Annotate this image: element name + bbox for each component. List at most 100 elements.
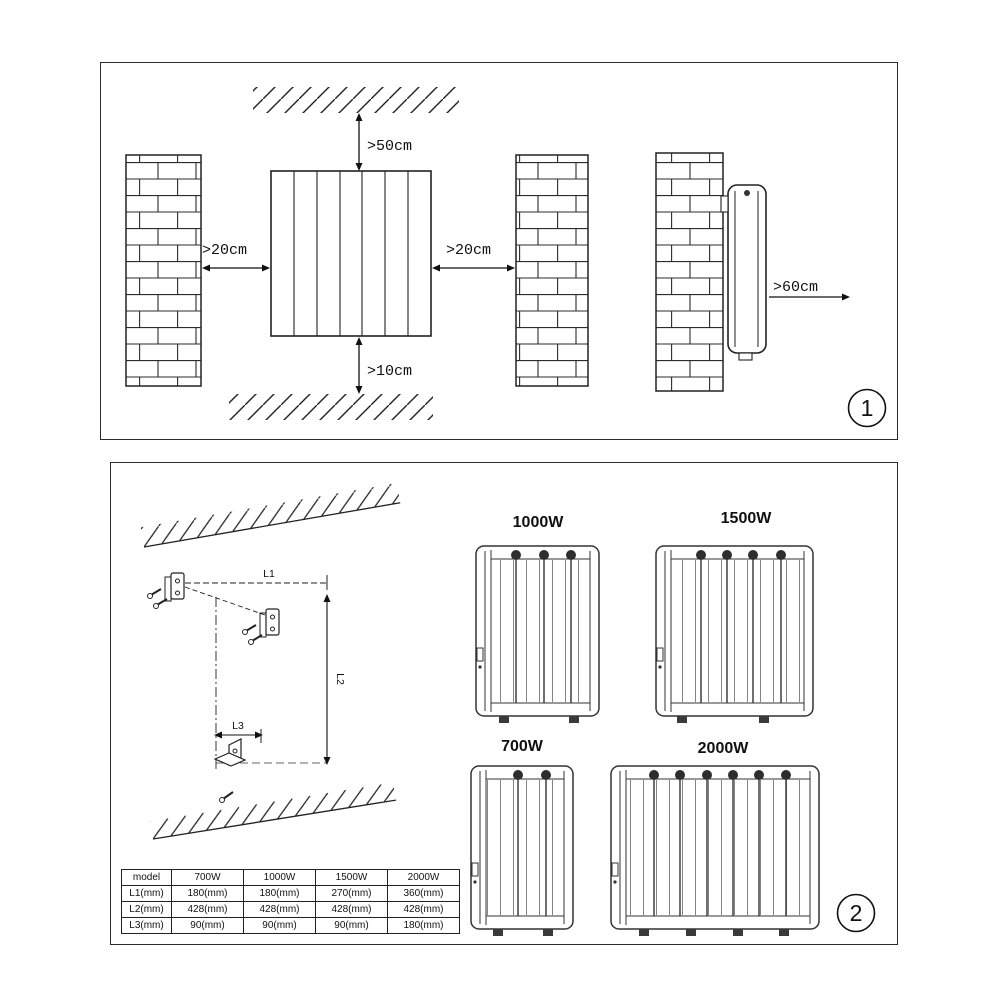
l3-label: L3 xyxy=(232,720,244,732)
table-cell: 90(mm) xyxy=(315,917,388,934)
bottom-clearance-label: >10cm xyxy=(367,363,412,380)
radiator-1500w xyxy=(655,545,814,723)
dimension-table: model 700W 1000W 1500W 2000W L1(mm) 180(… xyxy=(121,869,460,934)
bleed-valve xyxy=(675,770,685,780)
front-clearance-label: >60cm xyxy=(773,279,818,296)
radiator-foot xyxy=(639,929,649,936)
table-header-700w: 700W xyxy=(171,869,244,886)
table-cell: 428(mm) xyxy=(387,901,460,918)
radiator-foot xyxy=(759,716,769,723)
table-cell: 428(mm) xyxy=(171,901,244,918)
bleed-valve xyxy=(781,770,791,780)
l2-label: L2 xyxy=(334,673,346,685)
table-cell: 360(mm) xyxy=(387,885,460,902)
table-header-1000w: 1000W xyxy=(243,869,316,886)
table-cell: 180(mm) xyxy=(243,885,316,902)
screw-icon xyxy=(147,588,162,599)
power-switch xyxy=(471,862,479,877)
bleed-valve xyxy=(744,190,750,196)
bottom-clearance-arrow xyxy=(355,337,363,394)
bleed-valve xyxy=(566,550,576,560)
ceiling-hatch xyxy=(253,87,459,113)
panel1-number-badge: 1 xyxy=(847,388,887,428)
power-switch xyxy=(656,647,664,662)
left-clearance-label: >20cm xyxy=(202,242,247,259)
bleed-valve xyxy=(748,550,758,560)
radiator-foot xyxy=(779,929,789,936)
mounting-diagram: L1 L2 L3 xyxy=(140,483,876,936)
panel2-number-badge: 2 xyxy=(836,893,876,933)
bleed-valve xyxy=(728,770,738,780)
bottom-bracket xyxy=(213,738,247,803)
radiator-700w-label: 700W xyxy=(501,738,544,755)
wall-bracket-left xyxy=(147,572,185,609)
panel1-number: 1 xyxy=(861,395,874,421)
floor-line xyxy=(150,782,397,840)
screw-icon xyxy=(153,598,168,609)
bleed-valve xyxy=(776,550,786,560)
bleed-valve xyxy=(513,770,523,780)
mounting-diagram-panel: L1 L2 L3 xyxy=(110,462,898,945)
bleed-valve xyxy=(696,550,706,560)
table-cell: 180(mm) xyxy=(171,885,244,902)
radiator-foot xyxy=(569,716,579,723)
table-header-1500w: 1500W xyxy=(315,869,388,886)
side-wall xyxy=(655,152,724,392)
ceiling-line xyxy=(140,483,401,548)
radiator-foot xyxy=(493,929,503,936)
bleed-valve xyxy=(702,770,712,780)
radiator-foot xyxy=(733,929,743,936)
clearance-diagram: >50cm >20cm >20cm xyxy=(125,87,887,428)
radiator-foot xyxy=(738,352,753,361)
bleed-valve xyxy=(722,550,732,560)
radiator-700w xyxy=(470,765,574,936)
table-cell: 180(mm) xyxy=(387,917,460,934)
power-switch xyxy=(476,647,484,662)
radiator-side-view xyxy=(720,184,767,361)
screw-icon xyxy=(219,791,234,803)
row-label: L3(mm) xyxy=(121,917,172,934)
clearance-diagram-panel: >50cm >20cm >20cm xyxy=(100,62,898,440)
top-clearance-label: >50cm xyxy=(367,138,412,155)
power-switch xyxy=(611,862,619,877)
radiator-2000w-label: 2000W xyxy=(698,740,750,757)
radiator-2000w xyxy=(610,765,820,936)
l1-dimension xyxy=(184,575,328,616)
wall-bracket xyxy=(720,195,729,213)
bleed-valve xyxy=(754,770,764,780)
l1-label: L1 xyxy=(263,568,275,580)
table-row-l2: L2(mm) 428(mm) 428(mm) 428(mm) 428(mm) xyxy=(121,901,460,918)
table-cell: 90(mm) xyxy=(243,917,316,934)
bleed-valve xyxy=(539,550,549,560)
table-row-l1: L1(mm) 180(mm) 180(mm) 270(mm) 360(mm) xyxy=(121,885,460,902)
left-clearance-arrow xyxy=(202,264,270,272)
panel2-number: 2 xyxy=(850,900,863,926)
table-cell: 428(mm) xyxy=(315,901,388,918)
bleed-valve xyxy=(541,770,551,780)
bleed-valve xyxy=(511,550,521,560)
radiator-front-view xyxy=(270,170,432,337)
radiator-1500w-label: 1500W xyxy=(721,510,773,527)
right-clearance-arrow xyxy=(432,264,515,272)
table-header-row: model 700W 1000W 1500W 2000W xyxy=(121,869,460,886)
radiator-1000w-label: 1000W xyxy=(513,514,565,531)
table-row-l3: L3(mm) 90(mm) 90(mm) 90(mm) 180(mm) xyxy=(121,917,460,934)
bleed-valve xyxy=(649,770,659,780)
table-header-2000w: 2000W xyxy=(387,869,460,886)
l2-dimension xyxy=(323,594,331,765)
radiator-1000w xyxy=(475,545,600,723)
row-label: L2(mm) xyxy=(121,901,172,918)
row-label: L1(mm) xyxy=(121,885,172,902)
wall-bracket-right xyxy=(242,608,280,645)
table-cell: 270(mm) xyxy=(315,885,388,902)
table-cell: 428(mm) xyxy=(243,901,316,918)
radiator-foot xyxy=(686,929,696,936)
table-cell: 90(mm) xyxy=(171,917,244,934)
floor-hatch xyxy=(229,394,433,420)
table-header-model: model xyxy=(121,869,172,886)
right-clearance-label: >20cm xyxy=(446,242,491,259)
radiator-foot xyxy=(543,929,553,936)
screw-icon xyxy=(242,624,257,635)
front-clearance-arrow xyxy=(769,293,850,301)
